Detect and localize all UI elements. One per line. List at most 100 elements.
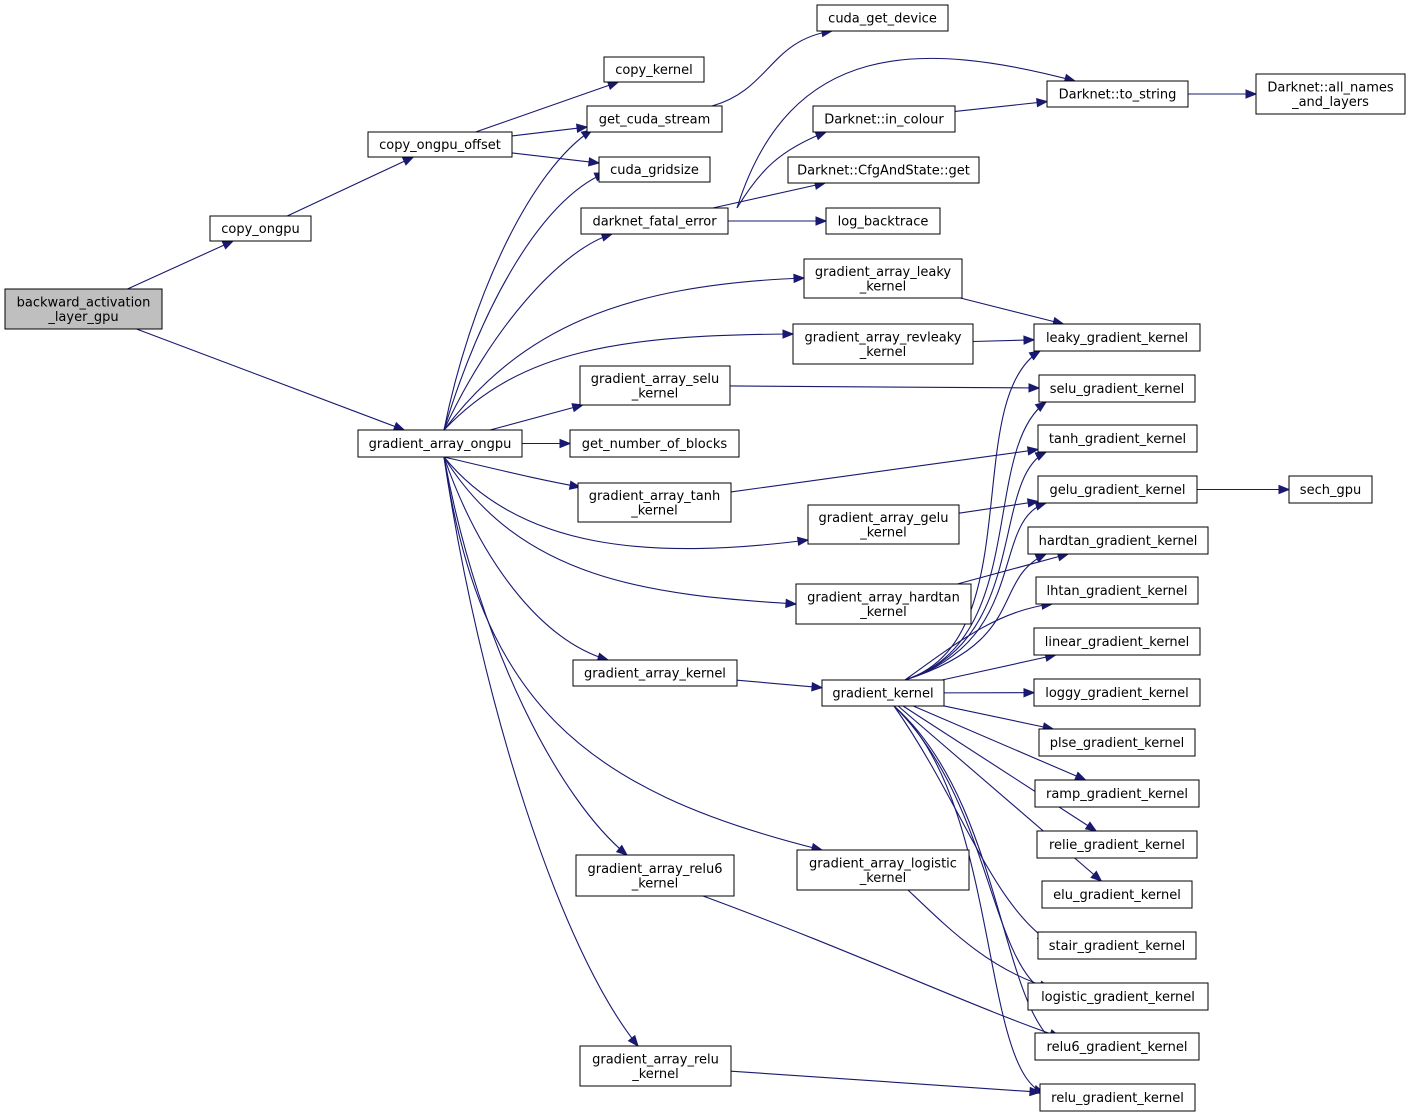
node-gradient_array_relu6_kernel[interactable]: gradient_array_relu6_kernel bbox=[575, 854, 735, 897]
edge-arrowhead bbox=[793, 273, 806, 284]
node-box[interactable] bbox=[579, 365, 731, 406]
node-copy_kernel[interactable]: copy_kernel bbox=[603, 56, 705, 83]
node-cuda_gridsize[interactable]: cuda_gridsize bbox=[598, 156, 711, 183]
node-box[interactable] bbox=[1037, 931, 1197, 960]
node-box[interactable] bbox=[807, 504, 960, 545]
node-get_number_of_blocks[interactable]: get_number_of_blocks bbox=[569, 429, 740, 458]
edge-darknet_fatal_error-to-Darknet_in_colour bbox=[736, 131, 828, 209]
node-box[interactable] bbox=[1255, 73, 1406, 115]
node-label: _kernel bbox=[859, 871, 907, 886]
node-gradient_kernel[interactable]: gradient_kernel bbox=[821, 679, 945, 707]
node-selu_gradient_kernel[interactable]: selu_gradient_kernel bbox=[1038, 374, 1196, 403]
node-lhtan_gradient_kernel[interactable]: lhtan_gradient_kernel bbox=[1035, 576, 1199, 605]
node-Darknet_to_string[interactable]: Darknet::to_string bbox=[1046, 80, 1189, 108]
node-linear_gradient_kernel[interactable]: linear_gradient_kernel bbox=[1033, 627, 1201, 656]
node-Darknet_CfgAndState_get[interactable]: Darknet::CfgAndState::get bbox=[787, 156, 980, 184]
node-box[interactable] bbox=[1288, 475, 1373, 504]
node-leaky_gradient_kernel[interactable]: leaky_gradient_kernel bbox=[1033, 323, 1201, 352]
node-box[interactable] bbox=[579, 1045, 732, 1087]
node-box[interactable] bbox=[575, 854, 735, 897]
node-box[interactable] bbox=[825, 207, 941, 235]
node-box[interactable] bbox=[367, 131, 513, 158]
node-box[interactable] bbox=[1034, 779, 1200, 808]
node-loggy_gradient_kernel[interactable]: loggy_gradient_kernel bbox=[1033, 678, 1201, 707]
node-sech_gpu[interactable]: sech_gpu bbox=[1288, 475, 1373, 504]
node-box[interactable] bbox=[1041, 880, 1193, 909]
node-gradient_array_selu_kernel[interactable]: gradient_array_selu_kernel bbox=[579, 365, 731, 406]
node-Darknet_all_names_and_layers[interactable]: Darknet::all_names_and_layers bbox=[1255, 73, 1406, 115]
node-box[interactable] bbox=[577, 482, 732, 523]
node-relu6_gradient_kernel[interactable]: relu6_gradient_kernel bbox=[1034, 1032, 1200, 1061]
node-box[interactable] bbox=[1046, 80, 1189, 108]
node-box[interactable] bbox=[1037, 475, 1198, 504]
node-darknet_fatal_error[interactable]: darknet_fatal_error bbox=[580, 207, 729, 235]
node-gradient_array_ongpu[interactable]: gradient_array_ongpu bbox=[357, 429, 523, 458]
node-box[interactable] bbox=[1033, 323, 1201, 352]
node-box[interactable] bbox=[603, 56, 705, 83]
node-box[interactable] bbox=[209, 215, 312, 242]
node-box[interactable] bbox=[816, 4, 949, 32]
node-box[interactable] bbox=[586, 105, 723, 133]
node-box[interactable] bbox=[1036, 830, 1198, 859]
node-box[interactable] bbox=[4, 288, 163, 330]
node-box[interactable] bbox=[803, 258, 963, 299]
node-box[interactable] bbox=[357, 429, 523, 458]
node-copy_ongpu_offset[interactable]: copy_ongpu_offset bbox=[367, 131, 513, 158]
node-backward_activation_layer_gpu[interactable]: backward_activation_layer_gpu bbox=[4, 288, 163, 330]
node-stair_gradient_kernel[interactable]: stair_gradient_kernel bbox=[1037, 931, 1197, 960]
node-hardtan_gradient_kernel[interactable]: hardtan_gradient_kernel bbox=[1027, 526, 1209, 555]
edge-line bbox=[954, 101, 1048, 112]
edge-gradient_array_ongpu-to-gradient_array_tanh_kernel bbox=[443, 456, 582, 490]
node-box[interactable] bbox=[787, 156, 980, 184]
node-cuda_get_device[interactable]: cuda_get_device bbox=[816, 4, 949, 32]
node-logistic_gradient_kernel[interactable]: logistic_gradient_kernel bbox=[1027, 982, 1209, 1011]
node-box[interactable] bbox=[1034, 1032, 1200, 1061]
node-gelu_gradient_kernel[interactable]: gelu_gradient_kernel bbox=[1037, 475, 1198, 504]
node-label: copy_kernel bbox=[615, 63, 693, 78]
edge-line bbox=[907, 889, 1051, 989]
node-gradient_array_kernel[interactable]: gradient_array_kernel bbox=[572, 659, 738, 687]
node-log_backtrace[interactable]: log_backtrace bbox=[825, 207, 941, 235]
node-box[interactable] bbox=[598, 156, 711, 183]
node-box[interactable] bbox=[1027, 526, 1209, 555]
node-box[interactable] bbox=[580, 207, 729, 235]
node-box[interactable] bbox=[795, 583, 972, 625]
node-gradient_array_hardtan_kernel[interactable]: gradient_array_hardtan_kernel bbox=[795, 583, 972, 625]
node-get_cuda_stream[interactable]: get_cuda_stream bbox=[586, 105, 723, 133]
edge-line bbox=[443, 233, 613, 431]
edge-line bbox=[127, 240, 234, 290]
node-copy_ongpu[interactable]: copy_ongpu bbox=[209, 215, 312, 242]
node-relu_gradient_kernel[interactable]: relu_gradient_kernel bbox=[1039, 1083, 1196, 1112]
node-gradient_array_logistic_kernel[interactable]: gradient_array_logistic_kernel bbox=[796, 849, 970, 891]
node-label: gradient_array_relu bbox=[592, 1052, 719, 1067]
node-box[interactable] bbox=[569, 429, 740, 458]
node-box[interactable] bbox=[1033, 627, 1201, 656]
node-relie_gradient_kernel[interactable]: relie_gradient_kernel bbox=[1036, 830, 1198, 859]
node-ramp_gradient_kernel[interactable]: ramp_gradient_kernel bbox=[1034, 779, 1200, 808]
node-box[interactable] bbox=[1027, 982, 1209, 1011]
node-box[interactable] bbox=[1039, 1083, 1196, 1112]
node-box[interactable] bbox=[812, 105, 956, 133]
node-tanh_gradient_kernel[interactable]: tanh_gradient_kernel bbox=[1037, 424, 1198, 453]
node-box[interactable] bbox=[1037, 424, 1198, 453]
node-gradient_array_revleaky_kernel[interactable]: gradient_array_revleaky_kernel bbox=[792, 323, 974, 365]
node-box[interactable] bbox=[1035, 576, 1199, 605]
node-elu_gradient_kernel[interactable]: elu_gradient_kernel bbox=[1041, 880, 1193, 909]
node-label: stair_gradient_kernel bbox=[1049, 939, 1186, 954]
node-box[interactable] bbox=[1038, 374, 1196, 403]
node-gradient_array_relu_kernel[interactable]: gradient_array_relu_kernel bbox=[579, 1045, 732, 1087]
node-plse_gradient_kernel[interactable]: plse_gradient_kernel bbox=[1038, 728, 1196, 757]
node-Darknet_in_colour[interactable]: Darknet::in_colour bbox=[812, 105, 956, 133]
node-box[interactable] bbox=[1038, 728, 1196, 757]
node-box[interactable] bbox=[792, 323, 974, 365]
edge-arrowhead bbox=[796, 536, 810, 547]
node-gradient_array_gelu_kernel[interactable]: gradient_array_gelu_kernel bbox=[807, 504, 960, 545]
node-box[interactable] bbox=[1033, 678, 1201, 707]
node-box[interactable] bbox=[821, 679, 945, 707]
node-box[interactable] bbox=[572, 659, 738, 687]
node-box[interactable] bbox=[796, 849, 970, 891]
node-gradient_array_tanh_kernel[interactable]: gradient_array_tanh_kernel bbox=[577, 482, 732, 523]
node-label: gradient_array_tanh bbox=[589, 489, 720, 504]
node-label: backward_activation bbox=[17, 295, 151, 310]
node-gradient_array_leaky_kernel[interactable]: gradient_array_leaky_kernel bbox=[803, 258, 963, 299]
